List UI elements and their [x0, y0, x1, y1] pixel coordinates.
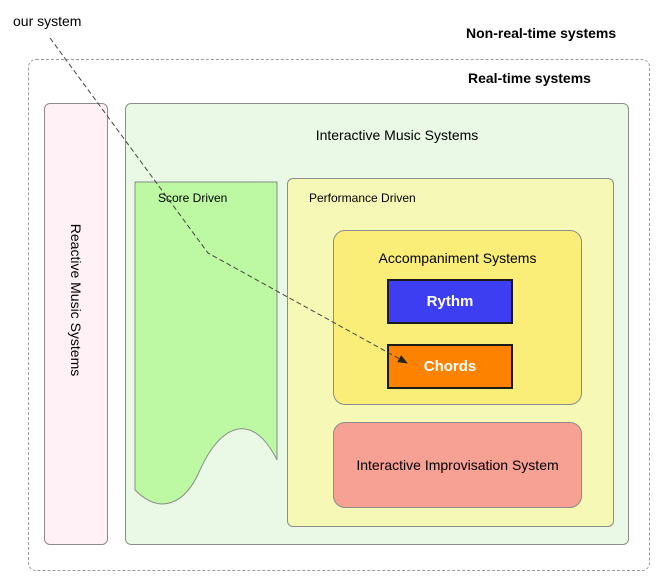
chords-label: Chords — [423, 358, 477, 375]
performance-driven-label: Performance Driven — [309, 191, 416, 205]
non-real-time-systems-label: Non-real-time systems — [466, 25, 617, 41]
score-driven-label: Score Driven — [158, 191, 228, 205]
our-system-label: our system — [13, 13, 82, 29]
real-time-systems-label: Real-time systems — [468, 70, 591, 86]
chords-box: Chords — [387, 344, 513, 389]
interactive-improvisation-system-box: Interactive Improvisation System — [333, 422, 582, 508]
interactive-music-systems-label: Interactive Music Systems — [315, 127, 479, 143]
reactive-music-systems-label: Reactive Music Systems — [68, 223, 84, 377]
rythm-box: Rythm — [387, 279, 513, 324]
interactive-improvisation-system-label: Interactive Improvisation System — [356, 457, 559, 473]
rythm-label: Rythm — [426, 293, 474, 310]
accompaniment-systems-label: Accompaniment Systems — [378, 250, 537, 266]
